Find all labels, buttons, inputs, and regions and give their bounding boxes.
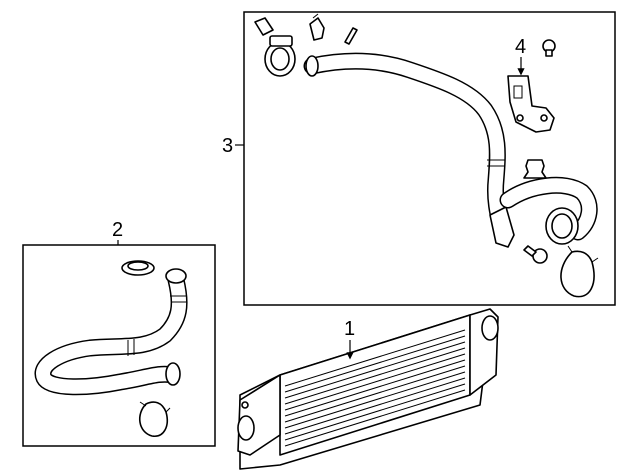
hose-cap-fitting [254, 17, 274, 36]
intercooler-fins [284, 329, 466, 447]
spring-clamp-upper [560, 245, 599, 298]
callout-1: 1 [344, 318, 355, 360]
spring-clamp-lower [139, 401, 171, 437]
pin-fitting [344, 27, 358, 45]
sensor-bracket [507, 75, 555, 133]
bracket-nut [542, 39, 556, 57]
bleed-valve-fitting [309, 13, 325, 41]
callout-2-label: 2 [112, 219, 123, 241]
lower-hose-kit-box [22, 244, 216, 447]
callout-1-label: 1 [344, 318, 355, 340]
callout-4-label: 4 [515, 36, 526, 58]
callout-3-label: 3 [222, 135, 233, 157]
charge-air-elbow-hose [499, 176, 598, 245]
charge-air-inlet-hose [34, 268, 188, 396]
rubber-isolator [523, 159, 547, 179]
charge-air-outlet-hose [303, 52, 515, 248]
callout-4: 4 [515, 36, 526, 76]
upper-hose-kit-box [243, 11, 616, 306]
intercooler-assembly [237, 308, 499, 470]
push-pin-clip [523, 245, 548, 264]
hose-clamp-upper [264, 35, 296, 77]
hose-clamp-lower [121, 260, 155, 276]
callout-2: 2 [112, 219, 123, 245]
callout-3: 3 [222, 135, 244, 157]
